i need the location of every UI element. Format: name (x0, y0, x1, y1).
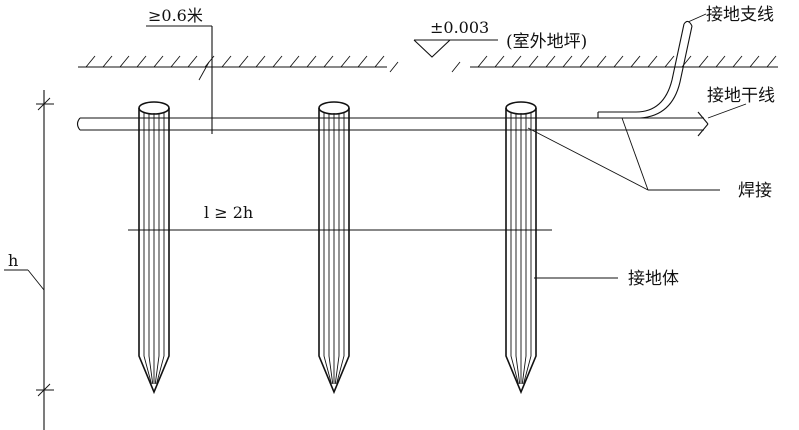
elevation-triangle (413, 39, 451, 58)
hatch-stroke (732, 55, 743, 68)
ground-level-label: (室外地坪) (506, 32, 587, 52)
weld-leader-electrode (527, 127, 649, 191)
height-dimension: h (4, 90, 54, 430)
depth-tick-mark (198, 61, 210, 81)
hatch-stroke (715, 55, 726, 68)
electrode-label: 接地体 (628, 269, 679, 289)
electrode-top-cap (318, 101, 350, 115)
hatch-stroke (204, 55, 215, 68)
electrode-outline (505, 108, 537, 395)
electrode-striation (148, 113, 154, 385)
branch-conductor-outer (598, 23, 685, 113)
hatch-stroke (477, 55, 488, 68)
branch-line-label: 接地支线 (706, 5, 774, 25)
hatch-stroke (187, 55, 198, 68)
electrode-callout: 接地体 (534, 269, 679, 289)
ground-branch-conductor: 接地支线 (597, 5, 774, 119)
ground-break-mark (389, 61, 399, 73)
hatch-stroke (749, 55, 760, 68)
hatch-stroke (613, 55, 624, 68)
spacing-label: l ≥ 2h (204, 203, 253, 222)
main-conductor-leader (707, 103, 747, 119)
elevation-marker: ±0.003 (室外地坪) (413, 18, 587, 58)
hatch-stroke (102, 55, 113, 68)
hatch-stroke (119, 55, 130, 68)
ground-electrode (138, 101, 170, 395)
electrode-striation (154, 113, 160, 385)
electrode-striation (328, 113, 334, 385)
hatch-stroke (340, 55, 351, 68)
hatch-stroke (170, 55, 181, 68)
ground-main-conductor: 接地干线 (76, 86, 775, 137)
ground-surface (78, 55, 778, 73)
hatch-stroke (579, 55, 590, 68)
electrode-striation (334, 113, 340, 385)
ground-electrodes (138, 101, 537, 395)
electrode-striation (510, 113, 519, 385)
electrode-striation (515, 113, 521, 385)
weld-label: 焊接 (738, 181, 772, 201)
main-conductor-left-end (76, 117, 81, 131)
branch-conductor-inner (598, 25, 693, 119)
height-tick-top (37, 97, 51, 111)
weld-leader-branch (621, 117, 649, 191)
electrode-striation (323, 113, 332, 385)
hatch-stroke (153, 55, 164, 68)
electrode-outline (318, 108, 350, 395)
hatch-stroke (494, 55, 505, 68)
hatch-stroke (357, 55, 368, 68)
height-leader-diagonal (27, 269, 45, 291)
ground-hatching-right (477, 55, 777, 68)
height-label: h (8, 251, 18, 270)
electrode-top-cap (505, 101, 537, 115)
electrode-striation (523, 113, 532, 385)
electrode-striation (336, 113, 345, 385)
depth-label: ≥0.6米 (148, 6, 203, 25)
hatch-stroke (596, 55, 607, 68)
hatch-stroke (85, 55, 96, 68)
branch-conductor-leader (687, 13, 707, 23)
weld-callout: 焊接 (527, 117, 772, 201)
hatch-stroke (562, 55, 573, 68)
branch-conductor-top (683, 20, 693, 27)
hatch-stroke (664, 55, 675, 68)
hatch-stroke (545, 55, 556, 68)
hatch-stroke (255, 55, 266, 68)
height-tick-bottom (37, 383, 51, 397)
electrode-striation (521, 113, 527, 385)
hatch-stroke (647, 55, 658, 68)
electrode-striation (143, 113, 152, 385)
ground-hatching-left (85, 55, 385, 68)
hatch-stroke (136, 55, 147, 68)
hatch-stroke (306, 55, 317, 68)
electrode-outline (138, 108, 170, 395)
main-conductor-break-mark (697, 111, 709, 125)
electrode-top-cap (138, 101, 170, 115)
hatch-stroke (766, 55, 777, 68)
elevation-value: ±0.003 (430, 18, 489, 37)
hatch-stroke (221, 55, 232, 68)
main-line-label: 接地干线 (707, 86, 775, 106)
hatch-stroke (511, 55, 522, 68)
hatch-stroke (238, 55, 249, 68)
hatch-stroke (528, 55, 539, 68)
hatch-stroke (698, 55, 709, 68)
electrode-striation (156, 113, 165, 385)
main-conductor-break-mark (697, 123, 709, 137)
hatch-stroke (323, 55, 334, 68)
ground-electrode (505, 101, 537, 395)
hatch-stroke (374, 55, 385, 68)
burial-depth-dimension: ≥0.6米 (146, 6, 213, 134)
hatch-stroke (289, 55, 300, 68)
ground-electrode (318, 101, 350, 395)
hatch-stroke (272, 55, 283, 68)
ground-break-mark (451, 61, 461, 73)
electrode-spacing-dimension: l ≥ 2h (128, 203, 552, 231)
hatch-stroke (630, 55, 641, 68)
